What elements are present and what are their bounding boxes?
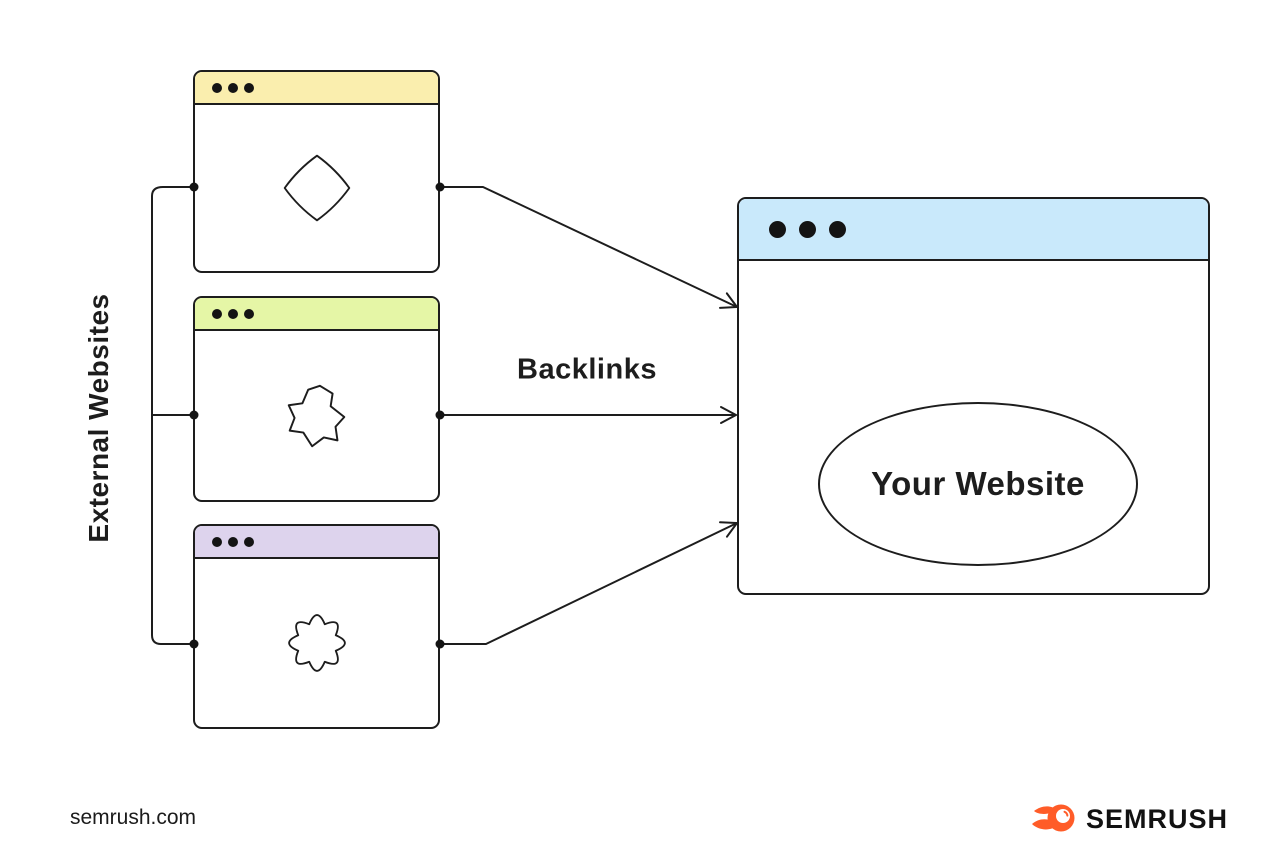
window-content (195, 105, 438, 271)
your-website-window: Your Website (737, 197, 1210, 595)
window-content: Your Website (739, 261, 1208, 593)
window-content (195, 331, 438, 500)
external-website-window-1 (193, 70, 440, 273)
your-website-ellipse: Your Website (818, 402, 1138, 566)
window-titlebar (195, 298, 438, 331)
window-titlebar (195, 526, 438, 559)
external-website-window-2 (193, 296, 440, 502)
window-control-dot (769, 220, 786, 238)
window-control-dot (212, 536, 222, 547)
source-url-text: semrush.com (70, 806, 197, 829)
external-website-window-3 (193, 524, 440, 729)
window-control-dot (244, 308, 254, 319)
window-control-dot (829, 220, 846, 238)
window-content (195, 559, 438, 727)
your-website-label: Your Website (871, 465, 1085, 502)
bracket-line (151, 186, 194, 645)
semrush-wordmark: SEMRUSH (1086, 803, 1229, 834)
semrush-logo: SEMRUSH (1032, 796, 1228, 842)
window-control-dot (799, 220, 816, 238)
window-control-dot (244, 536, 254, 547)
diamond-blob-icon (283, 154, 350, 222)
window-control-dot (228, 536, 238, 547)
backlink-arrow-top (440, 186, 739, 309)
window-control-dot (212, 82, 222, 93)
window-control-dot (212, 308, 222, 319)
window-titlebar (195, 72, 438, 105)
window-control-dot (244, 82, 254, 93)
backlink-arrow-bottom (440, 521, 739, 645)
flower-blob-icon (287, 614, 346, 672)
window-control-dot (228, 82, 238, 93)
backlinks-label: Backlinks (517, 353, 657, 386)
semrush-flame-icon (1032, 804, 1075, 832)
external-websites-label: External Websites (83, 293, 114, 543)
window-control-dot (228, 308, 238, 319)
star-blob-icon (287, 384, 345, 447)
window-titlebar (739, 199, 1208, 261)
